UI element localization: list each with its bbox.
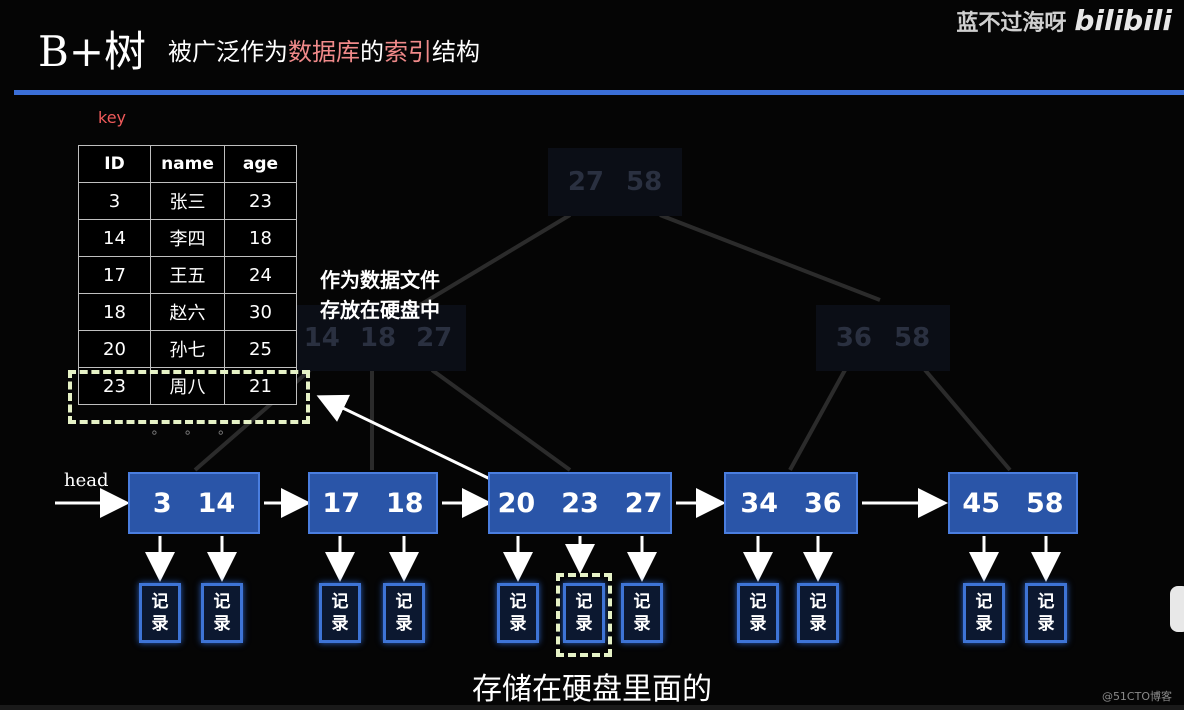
column-header: age <box>224 145 297 183</box>
column-header: name <box>150 145 225 183</box>
column-header: ID <box>78 145 151 183</box>
record-box: 记录 <box>963 583 1005 643</box>
table-header-row: ID name age <box>78 145 297 183</box>
page-title: B+树 <box>38 27 147 76</box>
record-box: 记录 <box>201 583 243 643</box>
highlighted-row-frame <box>68 370 310 424</box>
record-box: 记录 <box>1025 583 1067 643</box>
record-box: 记录 <box>139 583 181 643</box>
video-caption: 存储在硬盘里面的 <box>472 672 712 707</box>
record-box: 记录 <box>497 583 539 643</box>
page-subtitle: 被广泛作为数据库的索引结构 <box>168 38 480 66</box>
side-panel-handle[interactable] <box>1170 586 1184 632</box>
highlighted-record-frame <box>556 573 612 657</box>
title-divider <box>14 90 1184 95</box>
progress-bar[interactable] <box>0 705 1184 710</box>
record-box: 记录 <box>319 583 361 643</box>
copyright-text: @51CTO博客 <box>1101 690 1172 703</box>
head-label: head <box>64 470 109 491</box>
key-label: key <box>98 108 127 127</box>
record-box: 记录 <box>563 583 605 643</box>
record-box: 记录 <box>797 583 839 643</box>
record-box: 记录 <box>383 583 425 643</box>
record-box: 记录 <box>621 583 663 643</box>
record-box: 记录 <box>737 583 779 643</box>
bilibili-logo: bilibili <box>1074 4 1172 37</box>
table-continuation: ∘ ∘ ∘ <box>150 425 236 441</box>
disk-annotation: 作为数据文件 存放在硬盘中 <box>320 268 440 322</box>
